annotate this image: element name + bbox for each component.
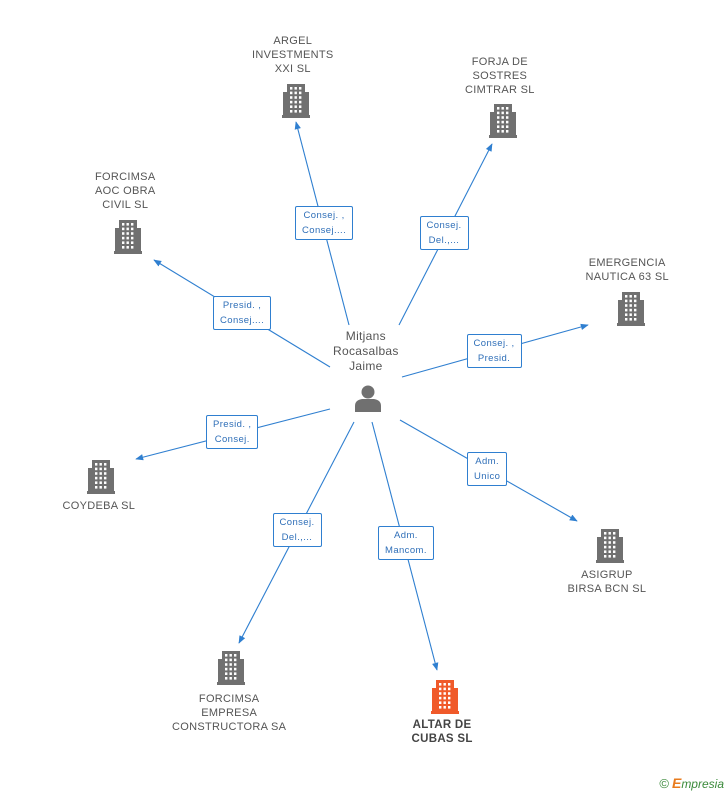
relation-label-emergencia-line: Consej. ,	[473, 338, 515, 349]
relation-label-altar-line: Adm.	[394, 530, 418, 541]
relation-label-forcimsa-empresa[interactable]: Consej. Del.,...	[272, 513, 322, 547]
relation-label-forja-line: Consej.	[426, 220, 462, 231]
company-name-forcimsa-empresa-line: EMPRESA	[201, 707, 258, 719]
company-name-forcimsa-empresa-line: CONSTRUCTORA SA	[172, 721, 287, 733]
building-icon[interactable]	[87, 460, 115, 494]
building-icon[interactable]	[489, 104, 517, 138]
company-name-altar-line: CUBAS SL	[411, 733, 473, 745]
relation-label-coydeba-line: Consej.	[214, 434, 250, 445]
company-name-forcimsa-aoc-line: AOC OBRA	[95, 185, 156, 197]
company-name-altar: ALTAR DE CUBAS SL	[412, 718, 473, 746]
company-name-coydeba: COYDEBA SL	[63, 499, 136, 513]
brand-initial: E	[671, 775, 682, 791]
relation-label-asigrup[interactable]: Adm. Unico	[467, 452, 508, 486]
relation-label-forcimsa-aoc[interactable]: Presid. , Consej....	[213, 296, 272, 330]
brand-footer[interactable]: ©Empresia	[659, 775, 724, 791]
relation-label-forja[interactable]: Consej. Del.,...	[419, 216, 469, 250]
relation-label-argel[interactable]: Consej. , Consej....	[295, 206, 354, 240]
relation-label-coydeba[interactable]: Presid. , Consej.	[206, 415, 259, 449]
person-name-line: Rocasalbas	[333, 343, 399, 358]
company-name-forcimsa-empresa-line: FORCIMSA	[198, 693, 260, 705]
nodes-layer	[87, 84, 645, 714]
company-name-emergencia-line: EMERGENCIA	[588, 257, 666, 269]
building-icon[interactable]	[596, 529, 624, 563]
company-name-argel-line: INVESTMENTS	[252, 49, 334, 61]
relation-label-emergencia[interactable]: Consej. , Presid.	[466, 334, 522, 368]
relation-label-altar-line: Mancom.	[385, 545, 427, 556]
company-name-argel-line: XXI SL	[274, 63, 311, 75]
company-name-asigrup: ASIGRUP BIRSA BCN SL	[568, 568, 647, 596]
company-name-coydeba-line: COYDEBA SL	[62, 500, 136, 512]
company-name-argel-line: ARGEL	[273, 35, 313, 47]
company-name-forja-line: SOSTRES	[472, 70, 528, 82]
company-name-forja: FORJA DE SOSTRES CIMTRAR SL	[465, 55, 535, 97]
building-icon[interactable]	[217, 651, 245, 685]
company-name-forcimsa-aoc-line: CIVIL SL	[102, 199, 149, 211]
company-name-forcimsa-empresa: FORCIMSA EMPRESA CONSTRUCTORA SA	[172, 692, 286, 734]
relation-label-argel-line: Consej....	[302, 225, 347, 236]
copyright-icon: ©	[659, 776, 669, 791]
company-name-argel: ARGEL INVESTMENTS XXI SL	[252, 34, 334, 76]
relation-label-asigrup-line: Adm.	[475, 456, 500, 467]
building-icon[interactable]	[617, 292, 645, 326]
person-icon[interactable]	[355, 385, 381, 413]
edges-layer	[135, 121, 589, 671]
relation-label-argel-line: Consej. ,	[303, 210, 345, 221]
company-name-asigrup-line: BIRSA BCN SL	[567, 583, 647, 595]
company-name-forja-line: CIMTRAR SL	[465, 84, 535, 96]
company-name-forja-line: FORJA DE	[471, 56, 528, 68]
building-icon[interactable]	[282, 84, 310, 118]
relation-label-emergencia-line: Presid.	[477, 353, 511, 364]
company-name-asigrup-line: ASIGRUP	[581, 569, 633, 581]
relation-label-altar[interactable]: Adm. Mancom.	[378, 526, 434, 560]
relation-label-forcimsa-aoc-line: Consej....	[220, 315, 265, 326]
person-name-line: Mitjans	[345, 328, 386, 343]
company-name-forcimsa-aoc-line: FORCIMSA	[95, 171, 156, 183]
company-name-forcimsa-aoc: FORCIMSA AOC OBRA CIVIL SL	[95, 170, 155, 212]
relation-label-forja-line: Del.,...	[428, 235, 460, 246]
relation-label-forcimsa-empresa-line: Consej.	[279, 517, 315, 528]
company-name-emergencia: EMERGENCIA NAUTICA 63 SL	[586, 256, 669, 284]
relation-label-forcimsa-empresa-line: Del.,...	[281, 532, 313, 543]
relation-label-coydeba-line: Presid. ,	[213, 419, 252, 430]
person-name-line: Jaime	[349, 358, 383, 373]
building-icon[interactable]	[431, 680, 459, 714]
brand-name: mpresia	[681, 777, 724, 791]
building-icon[interactable]	[114, 220, 142, 254]
company-name-emergencia-line: NAUTICA 63 SL	[585, 271, 669, 283]
company-name-altar-line: ALTAR DE	[412, 719, 472, 731]
relation-label-asigrup-line: Unico	[474, 471, 501, 482]
relation-label-forcimsa-aoc-line: Presid. ,	[222, 300, 262, 311]
